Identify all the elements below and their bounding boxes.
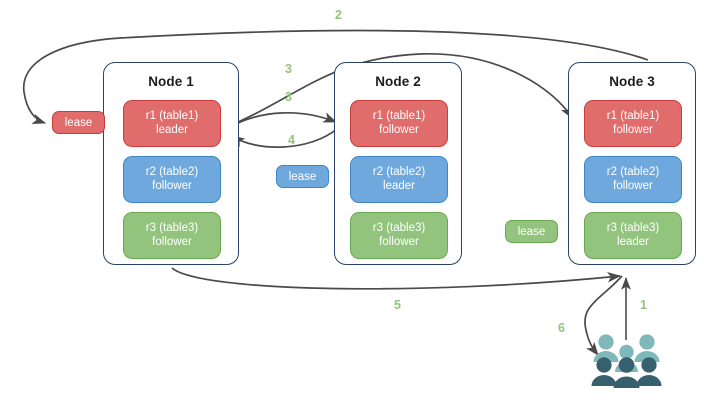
step-label-6: 6 <box>558 321 565 335</box>
lease-label: lease <box>64 116 93 129</box>
replica-name: r3 (table3) <box>372 222 426 234</box>
replica-role: follower <box>379 123 419 136</box>
node-title: Node 1 <box>148 74 194 89</box>
edge-step-2 <box>23 29 649 125</box>
node-card-node-3[interactable]: Node 3 r1 (table1) follower r2 (table2) … <box>568 62 696 265</box>
users-icon <box>591 334 662 388</box>
replica-role: follower <box>152 235 192 248</box>
replica-chip-node1-r3[interactable]: r3 (table3) follower <box>123 212 221 259</box>
replica-name: r2 (table2) <box>145 166 199 178</box>
edge-step-5-node1-to-node3 <box>171 267 622 290</box>
step-label-1: 1 <box>640 298 647 312</box>
replica-chip-node3-r2[interactable]: r2 (table2) follower <box>584 156 682 203</box>
lease-pill-r3[interactable]: lease <box>505 220 558 243</box>
replica-role: leader <box>156 123 188 136</box>
replica-chip-node1-r1[interactable]: r1 (table1) leader <box>123 100 221 147</box>
replica-chip-node3-r1[interactable]: r1 (table1) follower <box>584 100 682 147</box>
replica-role: follower <box>613 179 653 192</box>
step-label-3b: 3 <box>285 90 292 104</box>
lease-label: lease <box>288 170 317 183</box>
replica-role: leader <box>383 179 415 192</box>
lease-label: lease <box>517 225 546 238</box>
replica-name: r1 (table1) <box>372 110 426 122</box>
replica-name: r2 (table2) <box>372 166 426 178</box>
replica-name: r3 (table3) <box>145 222 199 234</box>
replica-role: leader <box>617 235 649 248</box>
edge-step-3-node1-to-node3 <box>226 53 573 128</box>
replica-chip-node2-r3[interactable]: r3 (table3) follower <box>350 212 448 259</box>
edge-step-4-node2-to-node1 <box>231 127 339 148</box>
replica-chip-node3-r3[interactable]: r3 (table3) leader <box>584 212 682 259</box>
lease-pill-r2[interactable]: lease <box>276 165 329 188</box>
replica-role: follower <box>152 179 192 192</box>
replica-role: follower <box>613 123 653 136</box>
node-title: Node 3 <box>609 74 655 89</box>
node-card-node-1[interactable]: Node 1 r1 (table1) leader r2 (table2) fo… <box>103 62 239 265</box>
replica-chip-node2-r2[interactable]: r2 (table2) leader <box>350 156 448 203</box>
step-label-5: 5 <box>394 298 401 312</box>
node-title: Node 2 <box>375 74 421 89</box>
step-label-4: 4 <box>288 133 295 147</box>
step-label-2: 2 <box>335 8 342 22</box>
replica-name: r1 (table1) <box>145 110 199 122</box>
replica-name: r3 (table3) <box>606 222 660 234</box>
replica-chip-node2-r1[interactable]: r1 (table1) follower <box>350 100 448 147</box>
edge-step-3-node1-to-node2 <box>227 111 337 129</box>
replica-chip-node1-r2[interactable]: r2 (table2) follower <box>123 156 221 203</box>
replica-role: follower <box>379 235 419 248</box>
replica-name: r1 (table1) <box>606 110 660 122</box>
node-card-node-2[interactable]: Node 2 r1 (table1) follower r2 (table2) … <box>334 62 462 265</box>
edge-step-6-node3-to-users <box>584 275 623 356</box>
step-label-3a: 3 <box>285 62 292 76</box>
replica-name: r2 (table2) <box>606 166 660 178</box>
lease-pill-r1[interactable]: lease <box>52 111 105 134</box>
